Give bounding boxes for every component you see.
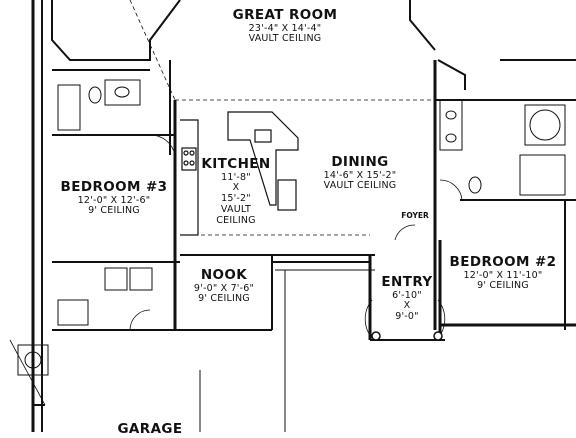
bedroom2-label: BEDROOM #2 12'-0" X 11'-10" 9' CEILING bbox=[448, 254, 558, 292]
room-ceiling: VAULT CEILING bbox=[323, 180, 397, 192]
bedroom3-label: BEDROOM #3 12'-0" X 12'-6" 9' CEILING bbox=[55, 179, 173, 217]
ac-unit bbox=[17, 344, 49, 376]
room-name: GREAT ROOM bbox=[232, 7, 338, 23]
kitchen-range bbox=[181, 147, 197, 171]
wall-master-top bbox=[437, 59, 466, 90]
vanity-right bbox=[439, 99, 463, 151]
room-ceiling: 9' CEILING bbox=[198, 293, 250, 305]
room-size: 12'-0" X 12'-6" bbox=[77, 194, 151, 206]
dryer bbox=[129, 267, 153, 291]
kitchen-fridge bbox=[277, 179, 297, 211]
room-name: ENTRY bbox=[381, 274, 433, 290]
entry-column-right bbox=[433, 331, 443, 341]
room-name: BEDROOM #2 bbox=[449, 254, 557, 270]
wall-great-room-left bbox=[51, 0, 181, 61]
toilet-right bbox=[468, 176, 482, 194]
entry-label: ENTRY 6'-10" X 9'-0" bbox=[378, 274, 436, 323]
sink-right-2 bbox=[445, 133, 457, 143]
door-garage bbox=[9, 339, 46, 406]
great-room-label: GREAT ROOM 23'-4" X 14'-4" VAULT CEILING bbox=[230, 7, 340, 45]
room-name: NOOK bbox=[200, 267, 248, 283]
kitchen-counter-left bbox=[180, 119, 199, 236]
door-foyer bbox=[394, 224, 416, 241]
room-ceiling: CEILING bbox=[216, 215, 256, 227]
room-name: BEDROOM #3 bbox=[60, 179, 168, 195]
room-by: X bbox=[403, 300, 411, 312]
room-ceiling: 9' CEILING bbox=[88, 205, 140, 217]
toilet-left bbox=[88, 86, 102, 104]
shower-right bbox=[519, 154, 566, 196]
range-burner bbox=[183, 150, 189, 156]
door-entry-left bbox=[364, 299, 373, 339]
kitchen-label: KITCHEN 11'-8" X 15'-2" VAULT CEILING bbox=[200, 156, 272, 227]
room-ceiling: 9' CEILING bbox=[477, 280, 529, 292]
range-burner bbox=[189, 150, 195, 156]
dashed-line-great-room-top-left bbox=[129, 0, 176, 101]
garage-label: GARAGE bbox=[117, 421, 183, 437]
room-width: 6'-10" bbox=[392, 289, 422, 301]
room-name: DINING bbox=[331, 154, 389, 170]
dining-label: DINING 14'-6" X 15'-2" VAULT CEILING bbox=[305, 154, 415, 192]
room-height: 15'-2" bbox=[221, 193, 251, 205]
tub-right-basin bbox=[529, 109, 561, 141]
room-height: 9'-0" bbox=[395, 311, 419, 323]
ac-fan bbox=[24, 351, 42, 369]
room-size: 9'-0" X 7'-6" bbox=[193, 282, 255, 294]
bathtub-left bbox=[57, 84, 81, 131]
room-size: 14'-6" X 15'-2" bbox=[323, 169, 397, 181]
room-size: 23'-4" X 14'-4" bbox=[248, 22, 322, 34]
room-size: 12'-0" X 11'-10" bbox=[463, 269, 543, 281]
room-name: KITCHEN bbox=[201, 156, 271, 172]
door-bed3 bbox=[149, 134, 176, 156]
range-burner bbox=[183, 160, 189, 166]
entry-column-left bbox=[371, 331, 381, 341]
range-burner bbox=[189, 160, 195, 166]
door-bed2 bbox=[439, 179, 463, 201]
foyer-label: FOYER bbox=[401, 211, 429, 220]
room-width: 11'-8" bbox=[221, 171, 251, 183]
tub-right bbox=[524, 104, 566, 146]
water-heater bbox=[57, 299, 89, 326]
sink-left bbox=[114, 86, 130, 98]
sink-right-1 bbox=[445, 110, 457, 120]
kitchen-island bbox=[227, 111, 299, 206]
door-nook bbox=[129, 309, 151, 331]
room-by: X bbox=[232, 182, 240, 194]
nook-label: NOOK 9'-0" X 7'-6" 9' CEILING bbox=[180, 267, 268, 305]
washer bbox=[104, 267, 128, 291]
kitchen-sink bbox=[254, 129, 272, 143]
room-ceiling: VAULT bbox=[220, 204, 252, 216]
room-ceiling: VAULT CEILING bbox=[248, 33, 322, 45]
wall-great-room-right bbox=[409, 0, 436, 51]
vanity-left bbox=[104, 79, 141, 106]
